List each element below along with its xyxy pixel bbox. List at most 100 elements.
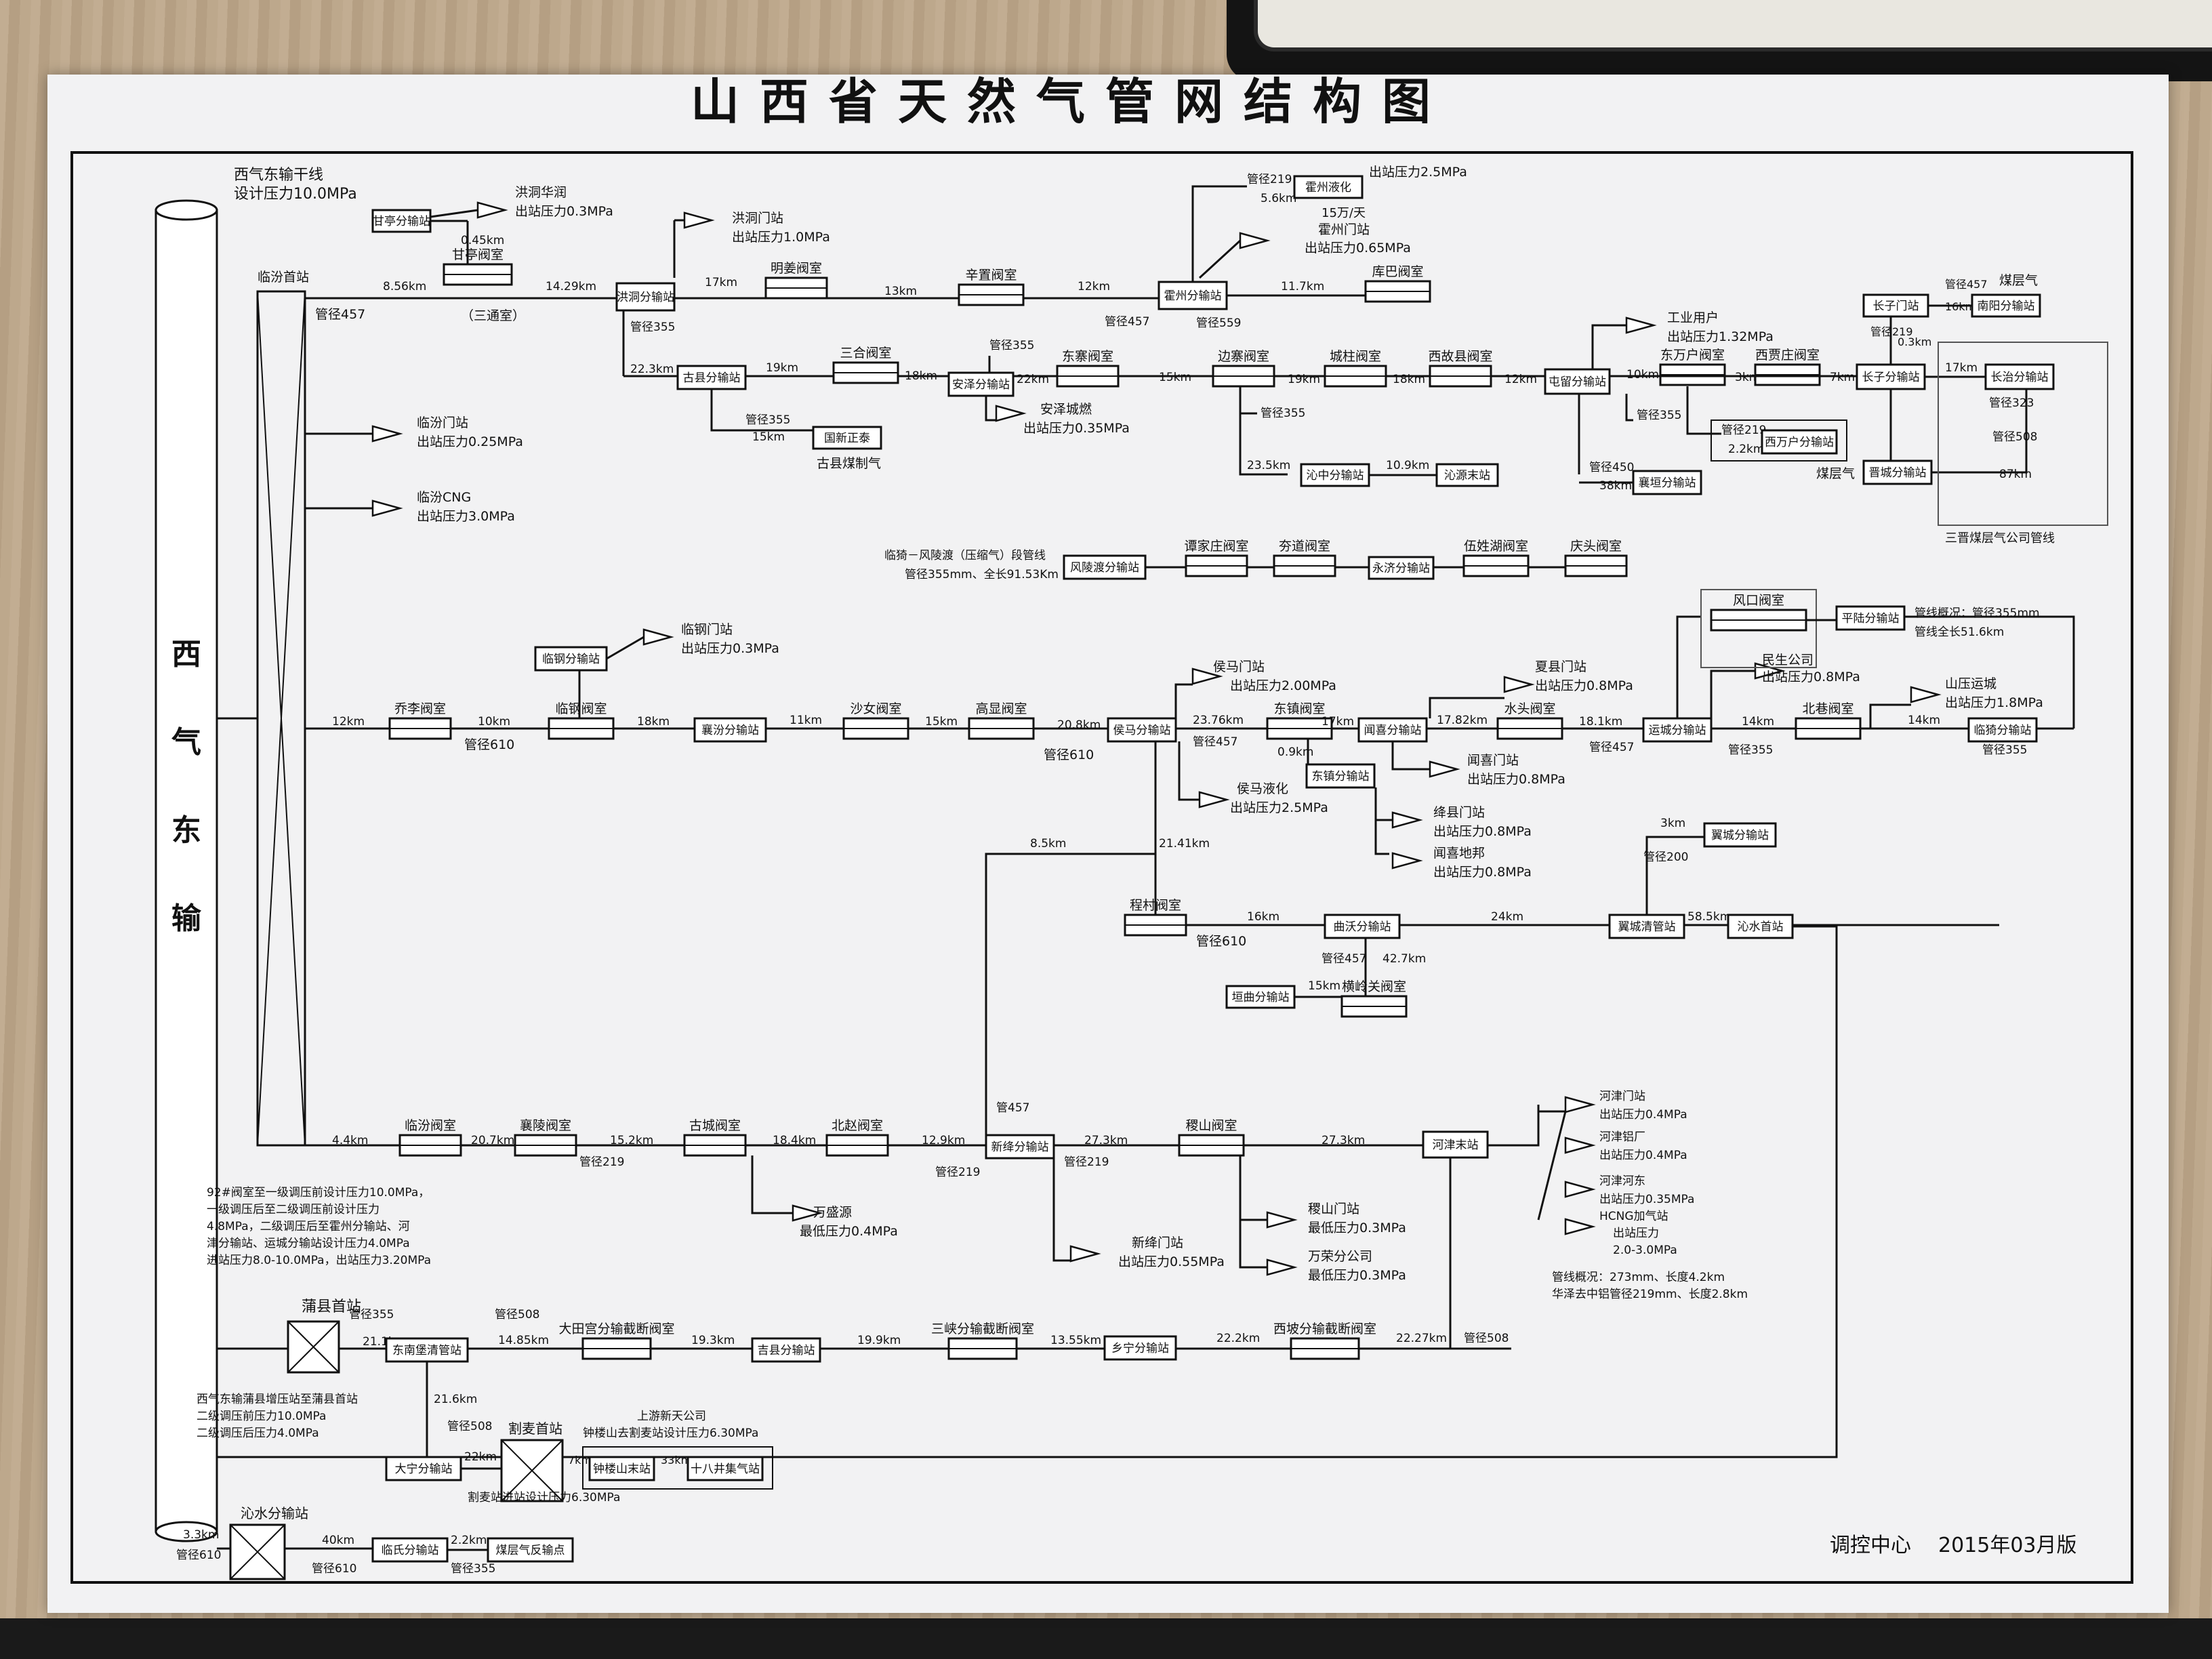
beixiang-valve-label: 北巷阀室 <box>1802 701 1853 716</box>
houma-lng-arrow <box>1198 791 1230 808</box>
pipe-segment <box>1391 741 1430 771</box>
label-puxian_head: 蒲县首站 <box>302 1298 361 1315</box>
pipe-segment <box>1429 697 1504 718</box>
wenxi-fen-box-label: 闻喜分输站 <box>1364 724 1422 737</box>
label-d427: 42.7km <box>1382 952 1426 966</box>
label-note_pu2: 二级调压前压力10.0MPa <box>197 1410 326 1423</box>
label-d33: 33km <box>661 1454 691 1467</box>
label-d193: 19.3km <box>691 1334 735 1347</box>
pipe-segment <box>1488 1105 1540 1147</box>
label-sanjin: 三晋煤层气公司管线 <box>1945 531 2055 546</box>
wanrong-arrow <box>1266 1258 1298 1276</box>
huangling-valve-label: 横岭关阀室 <box>1342 979 1406 994</box>
linyi-fen-box-label: 临猗分输站 <box>1974 724 2032 737</box>
linshi-fen-box-label: 临氏分输站 <box>382 1544 439 1557</box>
label-d09: 0.9km <box>1277 745 1313 759</box>
pipe-segment <box>985 396 996 422</box>
label-huozhou_gate: 霍州门站 <box>1318 222 1370 237</box>
label-xinjiang_gate: 新绛门站 <box>1132 1235 1183 1250</box>
x-mark <box>230 1524 285 1580</box>
label-hejin_lv: 河津铝厂 <box>1599 1130 1645 1144</box>
linyi-fen-box <box>1967 717 2038 743</box>
label-industry: 工业用户 <box>1667 310 1719 325</box>
label-wanrong_p: 最低压力0.3MPa <box>1308 1268 1406 1283</box>
label-pipe219_f: 管径219 <box>1064 1155 1109 1169</box>
label-wenxi_gate: 闻喜门站 <box>1467 753 1519 768</box>
quwo-fen-box <box>1324 914 1401 939</box>
chengzhu-valve-label: 城柱阀室 <box>1330 349 1381 364</box>
label-shanya: 山压运城 <box>1945 676 1996 691</box>
pipe-segment <box>1239 1220 1267 1269</box>
label-industry_p: 出站压力1.32MPa <box>1667 329 1774 344</box>
label-d2227: 22.27km <box>1396 1332 1447 1345</box>
yuncheng-fen-box <box>1642 717 1713 743</box>
label-houma_gate_p: 出站压力2.00MPa <box>1230 678 1336 693</box>
pipe-segment <box>1710 670 1755 718</box>
label-hejin_gate_p: 出站压力0.4MPa <box>1599 1108 1687 1122</box>
pipe-segment <box>1904 615 2075 729</box>
hejin-lv-arrow <box>1564 1136 1596 1154</box>
pipe-segment <box>710 389 756 432</box>
label-jiangxian_gate: 绛县门站 <box>1433 805 1485 820</box>
label-shemai_head: 割麦首站 <box>508 1420 562 1437</box>
label-meicengqi_b: 煤层气 <box>1816 466 1855 481</box>
yuanqu-fen-box-label: 垣曲分输站 <box>1232 991 1290 1004</box>
label-d12b: 12km <box>1504 373 1537 386</box>
label-xiaxian_gate_p: 出站压力0.8MPa <box>1535 678 1633 693</box>
anze-fen-box-label: 安泽分输站 <box>952 378 1010 392</box>
label-d13: 13km <box>884 285 917 298</box>
label-hongtong_gate_p: 出站压力1.0MPa <box>732 230 830 245</box>
fuzhu-valve-label: 夯道阀室 <box>1279 539 1330 554</box>
label-hejin_gate: 河津门站 <box>1599 1090 1645 1103</box>
label-pipe457_e: 管径457 <box>1589 741 1634 754</box>
lingang-gate-arrow <box>642 628 674 646</box>
pipe-segment <box>1931 389 2028 474</box>
label-hejin_spec2: 华泽去中铝管径219mm、长度2.8km <box>1552 1288 1748 1301</box>
changzi-gate-box-label: 长子门站 <box>1873 300 1919 313</box>
label-guxian_mq: 古县煤制气 <box>817 456 881 471</box>
label-d22d: 2.2km <box>451 1534 487 1547</box>
pipe-segment <box>1686 386 1721 435</box>
x-mark <box>287 1321 340 1373</box>
label-linfen_cng: 临汾CNG <box>417 490 471 505</box>
pipeline-diagram: 山西省天然气管网结构图 西气东输 西气东输干线 设计压力10.0MPa 临汾首站… <box>70 75 2133 1584</box>
label-d18b: 18km <box>1393 373 1425 386</box>
xiangling-valve-label: 襄陵阀室 <box>520 1118 571 1133</box>
label-d273: 27.3km <box>1084 1134 1128 1147</box>
label-d7: 7km <box>1830 371 1855 384</box>
label-d856: 8.56km <box>383 280 426 293</box>
label-note_pu3: 二级调压后压力4.0MPa <box>197 1427 319 1440</box>
label-d24: 24km <box>1491 910 1523 924</box>
label-meicengqi_a: 煤层气 <box>1999 273 2038 288</box>
label-note92_5: 进站压力8.0-10.0MPa，出站压力3.20MPa <box>207 1254 431 1267</box>
kuba-valve-label: 库巴阀室 <box>1372 264 1423 279</box>
label-fengling_line: 临猗－风陵渡（压缩气）段管线 <box>884 549 1046 562</box>
yuncheng-fen-box-label: 运城分输站 <box>1649 724 1706 737</box>
label-jishan_gate: 稷山门站 <box>1308 1202 1359 1216</box>
dongnan-box-label: 东南堡清管站 <box>392 1344 462 1357</box>
gaoxian-valve-label: 高显阀室 <box>975 701 1027 716</box>
label-pipe355_f: 管径355 <box>1728 743 1773 757</box>
label-hejin_lv_p: 出站压力0.4MPa <box>1599 1149 1687 1162</box>
label-d208: 20.8km <box>1057 718 1101 732</box>
label-d10b: 10km <box>478 715 510 729</box>
xinjiang-fen-box-label: 新绛分输站 <box>991 1141 1049 1154</box>
qiaoli-valve-label: 乔李阀室 <box>394 701 446 716</box>
label-pipe450: 管径450 <box>1589 461 1634 474</box>
label-pipe610_c: 管径610 <box>1196 934 1246 949</box>
diagram-title: 山西省天然气管网结构图 <box>691 75 1451 130</box>
label-d235: 23.5km <box>1247 459 1290 472</box>
label-anze_ranqi: 安泽城燃 <box>1040 402 1092 417</box>
jixian-fen-box <box>751 1337 821 1363</box>
dongzhen-fen-box <box>1305 763 1376 789</box>
ganting-fen-box-label: 甘亭分输站 <box>373 215 430 228</box>
meiceng-back-box <box>487 1537 574 1563</box>
wanshengyuan-arrow <box>792 1204 823 1222</box>
label-pipe219_d: 管径219 <box>579 1155 624 1169</box>
label-d22b: 2.2km <box>1728 443 1764 456</box>
yicheng-fen-box-label: 翼城分输站 <box>1711 829 1769 842</box>
pipe-segment <box>1191 185 1247 282</box>
wenxi-gate-arrow <box>1429 760 1460 778</box>
label-houma_lng_p: 出站压力2.5MPa <box>1230 800 1328 815</box>
main-line-title: 西气东输干线 <box>234 167 323 184</box>
